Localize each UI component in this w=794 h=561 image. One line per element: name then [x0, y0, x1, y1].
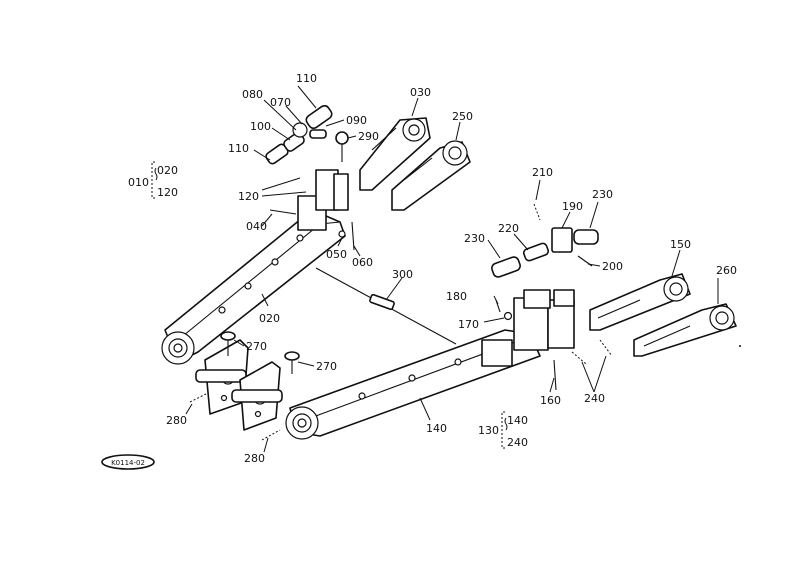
pin-270-left[interactable]: [220, 331, 236, 356]
label-110-top: 110: [296, 72, 317, 85]
lift-rod-260[interactable]: [633, 303, 737, 357]
check-chain-left[interactable]: [265, 104, 334, 165]
pin-240-b[interactable]: [599, 339, 613, 357]
pin-160[interactable]: [553, 359, 557, 391]
label-070: 070: [270, 96, 291, 109]
pin-270-right[interactable]: [284, 351, 300, 374]
label-140-group: 140: [507, 414, 528, 427]
label-300: 300: [392, 268, 413, 281]
check-chain-right[interactable]: [490, 203, 599, 278]
label-270-right: 270: [316, 360, 337, 373]
label-020-group: 020: [157, 164, 178, 177]
lift-rod-250[interactable]: [391, 140, 471, 211]
group-bracket-130: [501, 411, 508, 449]
diagram-code: K0114-02: [111, 459, 145, 467]
label-050: 050: [326, 248, 347, 261]
left-bracket[interactable]: [195, 339, 249, 415]
label-040: 040: [246, 220, 267, 233]
pin-280-left[interactable]: [189, 393, 207, 403]
label-270-left: 270: [246, 340, 267, 353]
group-bracket-010: [151, 161, 158, 199]
label-230-right: 230: [592, 188, 613, 201]
label-250: 250: [452, 110, 473, 123]
clip-290[interactable]: [335, 131, 349, 162]
label-120-group: 120: [157, 186, 178, 199]
label-080: 080: [242, 88, 263, 101]
label-240: 240: [584, 392, 605, 405]
label-280-left: 280: [166, 414, 187, 427]
label-150: 150: [670, 238, 691, 251]
right-lower-link[interactable]: [285, 289, 575, 440]
label-110-left: 110: [228, 142, 249, 155]
label-170: 170: [458, 318, 479, 331]
leader-lines: [185, 85, 719, 453]
label-060: 060: [352, 256, 373, 269]
label-130: 130: [478, 424, 499, 437]
label-290: 290: [358, 130, 379, 143]
label-160: 160: [540, 394, 561, 407]
label-020: 020: [259, 312, 280, 325]
pin-280-right[interactable]: [261, 429, 281, 441]
label-280-right: 280: [244, 452, 265, 465]
stray-dot: [739, 345, 741, 347]
part-labels: 010 020 120 020 030 040 050 060 070 080 …: [128, 72, 737, 465]
lift-rod-030[interactable]: [359, 117, 431, 191]
bolt-040[interactable]: [269, 209, 297, 215]
right-bracket[interactable]: [231, 361, 283, 431]
label-010: 010: [128, 176, 149, 189]
label-240-group: 240: [507, 436, 528, 449]
washer-170[interactable]: [503, 311, 513, 321]
lift-rod-150[interactable]: [589, 273, 691, 331]
label-260: 260: [716, 264, 737, 277]
pin-240-a[interactable]: [571, 351, 587, 365]
diagram-code-badge: K0114-02: [101, 454, 155, 470]
label-140: 140: [426, 422, 447, 435]
stabilizer-rod-300[interactable]: [315, 267, 457, 345]
label-220: 220: [498, 222, 519, 235]
label-180: 180: [446, 290, 467, 303]
label-190: 190: [562, 200, 583, 213]
label-230-left: 230: [464, 232, 485, 245]
pin-060[interactable]: [351, 221, 355, 251]
label-120: 120: [238, 190, 259, 203]
label-100: 100: [250, 120, 271, 133]
label-210: 210: [532, 166, 553, 179]
label-200: 200: [602, 260, 623, 273]
label-090: 090: [346, 114, 367, 127]
label-030: 030: [410, 86, 431, 99]
pin-050[interactable]: [338, 230, 346, 238]
left-lower-link[interactable]: [161, 169, 349, 365]
